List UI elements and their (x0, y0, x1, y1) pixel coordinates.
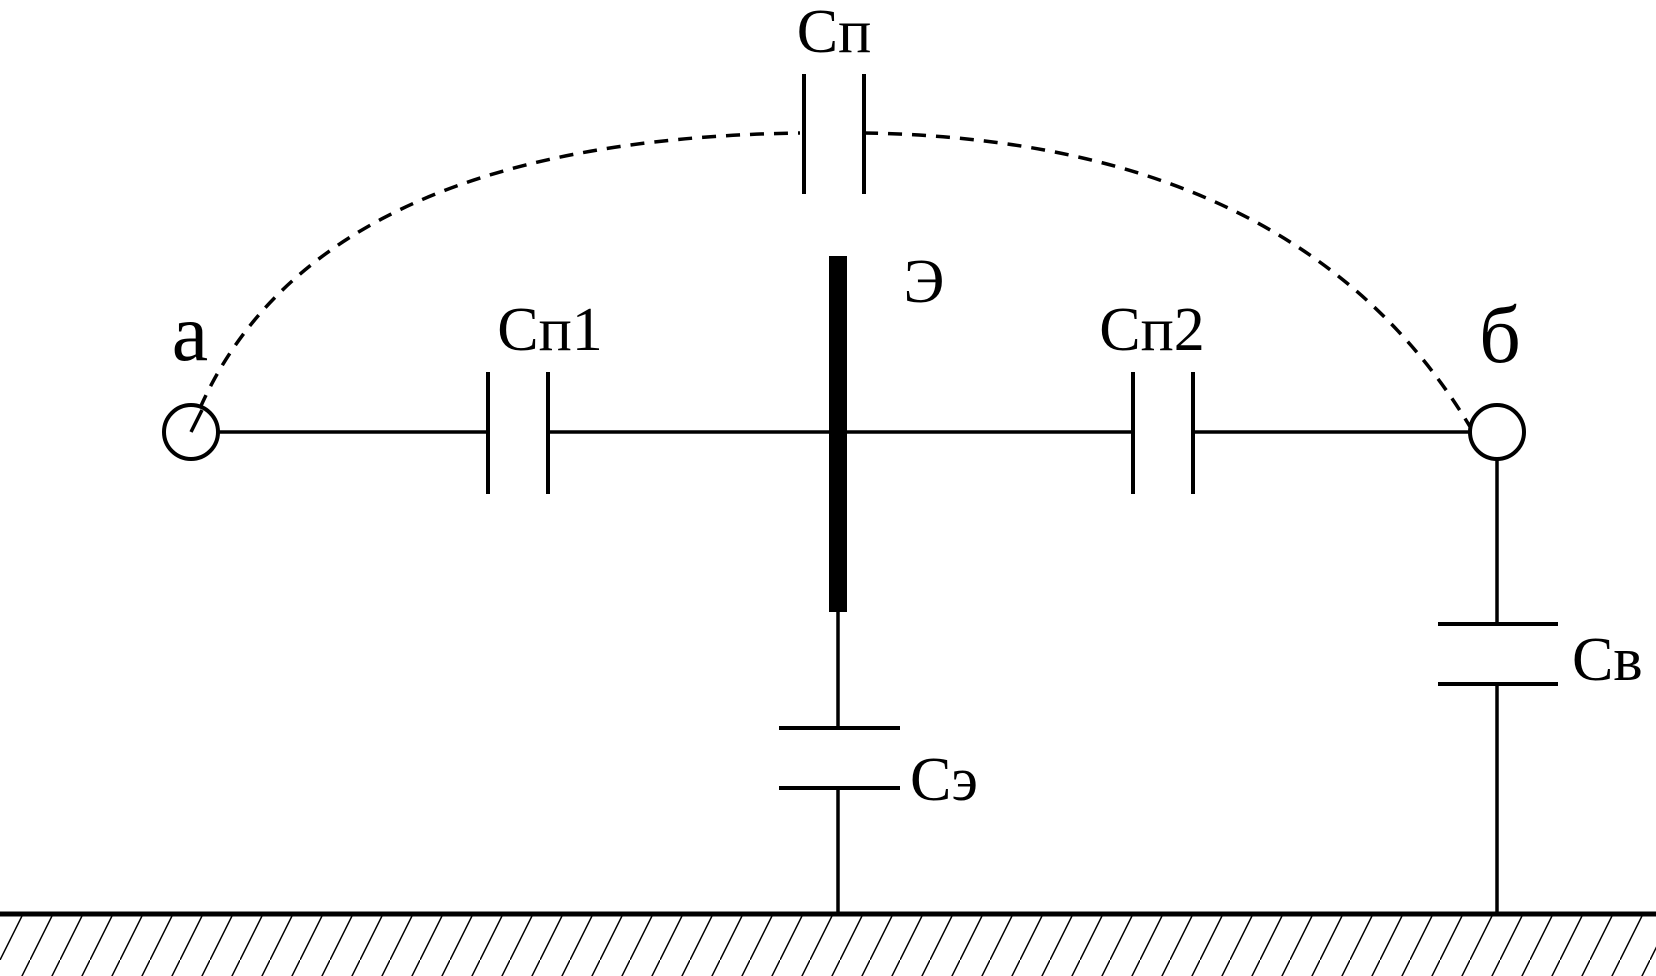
terminal-b-branch: Cв (1438, 460, 1643, 914)
screen-bar (829, 256, 847, 612)
label-cv: Cв (1572, 626, 1643, 694)
main-line: Cп1 Cп2 (218, 296, 1471, 494)
label-screen: Э (904, 248, 945, 316)
label-cp: Cп (797, 0, 872, 66)
screen-electrode: Э Cэ (779, 248, 978, 914)
label-terminal-b: б (1479, 289, 1521, 380)
ground-hatch (0, 914, 1656, 976)
parasitic-capacitance-path: Cп (189, 0, 1474, 431)
label-cp1: Cп1 (497, 296, 603, 364)
terminal-b-circle (1468, 403, 1526, 461)
label-ce: Cэ (910, 746, 978, 814)
label-cp2: Cп2 (1099, 296, 1205, 364)
terminal-a-dash-stub (189, 409, 204, 433)
dashed-arc-left (189, 131, 801, 431)
terminal-a: а (162, 287, 220, 461)
terminal-b: б (1468, 289, 1526, 461)
dashed-arc-right (863, 131, 1474, 431)
ground (0, 911, 1656, 976)
label-terminal-a: а (172, 287, 208, 378)
